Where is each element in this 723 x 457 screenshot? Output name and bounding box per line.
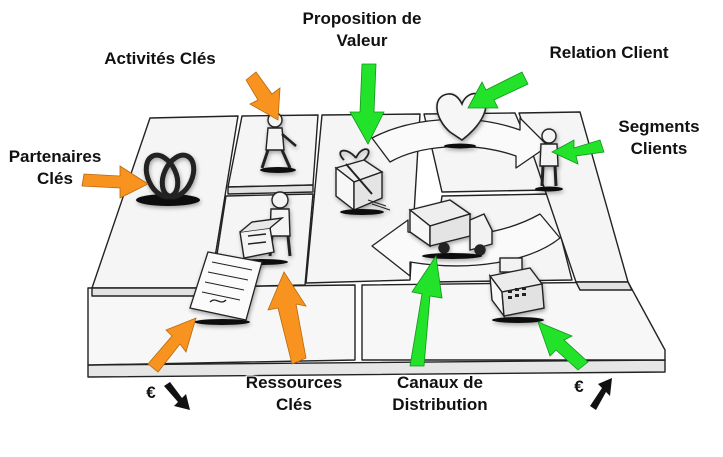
cash-register-icon: [488, 257, 545, 323]
arrow-partenaires-icon: [81, 165, 149, 199]
label-segments-clients: Segments Clients: [618, 117, 700, 158]
label-cost-currency: €: [146, 383, 156, 402]
label-canaux-distribution: Canaux de Distribution: [392, 373, 488, 414]
gift-box-icon: [334, 148, 391, 215]
arrow-proposition-icon: [349, 63, 385, 145]
arrow-activites-icon: [245, 71, 281, 121]
label-partenaires-cles: Partenaires Clés: [8, 147, 102, 188]
green-arrows: [349, 63, 605, 371]
cost-down-arrow-icon: [164, 382, 190, 410]
label-ressources-cles: Ressources Clés: [245, 373, 343, 414]
flow-arrows: [371, 117, 561, 277]
orange-arrows: [81, 71, 307, 373]
standing-person-icon: [535, 128, 563, 192]
revenue-up-arrow-icon: [590, 378, 612, 410]
currency-arrows: [164, 378, 612, 410]
arrow-canaux-icon: [409, 254, 443, 367]
arrow-ressources-icon: [267, 271, 307, 365]
rings-icon: [136, 152, 200, 206]
label-relation-client: Relation Client: [549, 43, 669, 62]
arrow-revenus-icon: [537, 321, 589, 371]
arrow-contrat-icon: [147, 317, 197, 373]
walking-person-icon: [260, 112, 297, 173]
arrow-segments-icon: [551, 139, 605, 165]
label-proposition-valeur: Proposition de Valeur: [302, 9, 422, 50]
label-activites-cles: Activités Clés: [104, 49, 216, 68]
arrow-relation-icon: [467, 71, 529, 109]
label-revenue-currency: €: [574, 377, 584, 396]
delivery-truck-icon: [408, 199, 493, 259]
contract-document-icon: [189, 251, 263, 325]
person-with-box-icon: [236, 191, 292, 265]
board-bottom-edge: [87, 359, 666, 378]
